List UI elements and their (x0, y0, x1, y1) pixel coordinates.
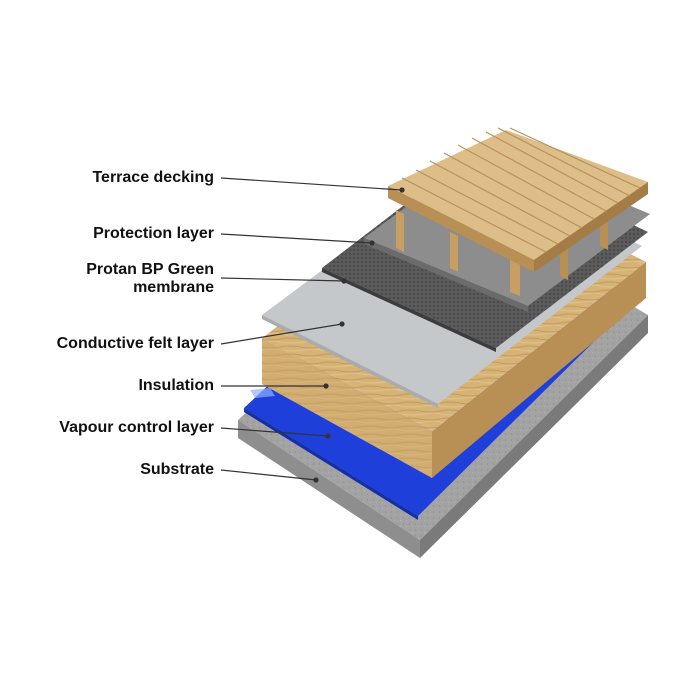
insulation-text: Insulation (138, 377, 214, 394)
substrate-text: Substrate (140, 461, 214, 478)
label-conductive-felt: Conductive felt layer (57, 335, 214, 353)
label-insulation: Insulation (138, 377, 214, 395)
vapour-control-text: Vapour control layer (59, 419, 214, 436)
membrane-text-line1: Protan BP Green (86, 261, 214, 278)
label-substrate: Substrate (140, 461, 214, 479)
conductive-felt-text: Conductive felt layer (56, 335, 214, 352)
label-protection-layer: Protection layer (93, 225, 214, 243)
protection-layer-text: Protection layer (93, 225, 214, 242)
label-membrane: Protan BP Green membrane (86, 261, 214, 297)
leader-lines (220, 177, 405, 483)
membrane-text-line2: membrane (133, 279, 214, 296)
terrace-decking-text: Terrace decking (92, 169, 214, 186)
terrace-decking (388, 127, 648, 296)
label-vapour-control: Vapour control layer (59, 419, 214, 437)
label-terrace-decking: Terrace decking (92, 169, 214, 187)
